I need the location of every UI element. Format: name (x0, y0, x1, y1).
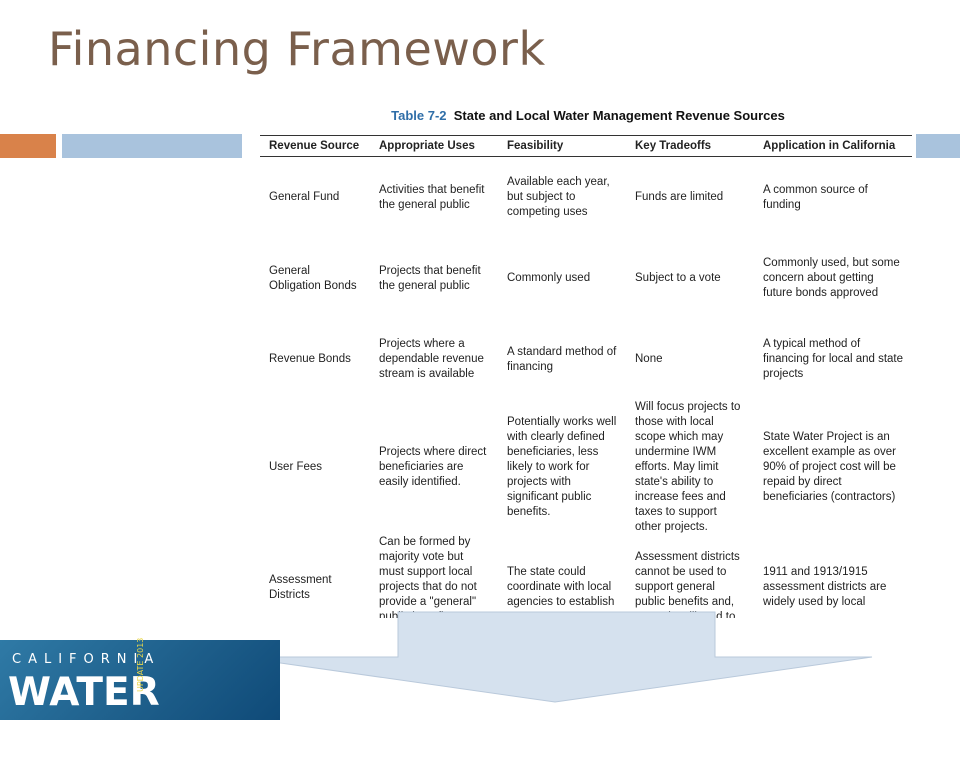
table-cell: Will focus projects to those with local … (635, 401, 741, 533)
table-cell: Potentially works well with clearly defi… (507, 416, 617, 518)
header-cell: Appropriate Uses (370, 135, 498, 157)
table-cell: Commonly used (507, 272, 591, 284)
table-cell: Funds are limited (635, 191, 724, 203)
table-cell: General Fund (269, 191, 340, 203)
california-water-plan-logo: CALIFORNIA WATER PLAN UPDATE 2013 (0, 637, 280, 760)
table-cell: Activities that benefit the general publ… (379, 183, 485, 211)
slide-title: Financing Framework (48, 22, 546, 76)
table-cell: User Fees (269, 461, 323, 473)
table-row: General Obligation Bonds Projects that b… (260, 238, 912, 319)
table-cell: Projects where direct beneficiaries are … (379, 446, 487, 488)
table-cell: Subject to a vote (635, 272, 721, 284)
table-cell: A common source of funding (763, 183, 868, 211)
table-cell: Revenue Bonds (269, 353, 351, 365)
table-cell: General Obligation Bonds (269, 264, 357, 292)
table-row: General Fund Activities that benefit the… (260, 157, 912, 239)
table-caption-text: State and Local Water Management Revenue… (453, 108, 785, 123)
logo-line-california: CALIFORNIA (12, 652, 161, 667)
header-cell: Key Tradeoffs (626, 135, 754, 157)
table-cell: Assessment Districts (269, 573, 332, 601)
accent-bar-blue-right (914, 134, 960, 158)
table-cell: A standard method of financing (507, 345, 617, 373)
revenue-sources-table-image: Table 7-2 State and Local Water Manageme… (260, 100, 916, 618)
table-number: Table 7-2 (391, 108, 447, 123)
header-cell: Application in California (754, 135, 912, 157)
table-cell: None (635, 353, 663, 365)
down-arrow-shape (237, 611, 873, 703)
logo-update-year: UPDATE 2013 (136, 637, 145, 692)
table-cell: Projects that benefit the general public (379, 264, 481, 292)
table-cell: Projects where a dependable revenue stre… (379, 338, 484, 380)
header-cell: Feasibility (498, 135, 626, 157)
table-row: User Fees Projects where direct benefici… (260, 400, 912, 535)
table-row: Revenue Bonds Projects where a dependabl… (260, 319, 912, 400)
table-cell: Commonly used, but some concern about ge… (763, 257, 900, 299)
table-cell: State Water Project is an excellent exam… (763, 431, 896, 503)
accent-bar-blue-left (62, 134, 242, 158)
table-cell: A typical method of financing for local … (763, 338, 904, 380)
table-cell: Available each year, but subject to comp… (507, 176, 610, 218)
table-cell: The state could coordinate with local ag… (507, 566, 615, 608)
header-cell: Revenue Source (260, 135, 370, 157)
table-header-row: Revenue Source Appropriate Uses Feasibil… (260, 135, 912, 157)
table-caption: Table 7-2 State and Local Water Manageme… (260, 108, 916, 123)
accent-bar-orange (0, 134, 56, 158)
table-cell: 1911 and 1913/1915 assessment districts … (763, 566, 887, 608)
